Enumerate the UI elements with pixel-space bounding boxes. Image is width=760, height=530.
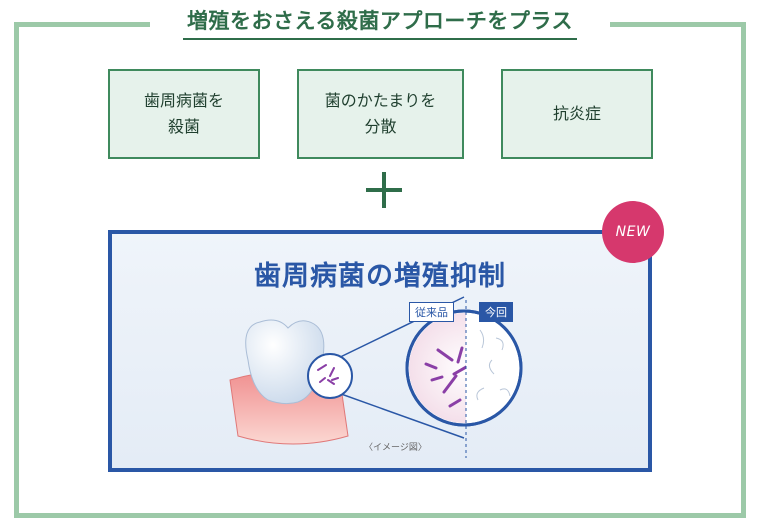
feature-box-sterilize: 歯周病菌を 殺菌 [108, 69, 260, 159]
feature-box-disperse: 菌のかたまりを 分散 [297, 69, 464, 159]
inhibition-panel: 歯周病菌の増殖抑制 [108, 230, 652, 472]
feature-box-anti-inflammatory: 抗炎症 [501, 69, 653, 159]
new-badge: NEW [602, 201, 664, 263]
plus-icon [366, 172, 402, 208]
image-note: 〈イメージ図〉 [364, 443, 427, 453]
tooth-illustration [229, 296, 523, 458]
panel-title: 歯周病菌の増殖抑制 [254, 261, 506, 292]
label-conventional: 従来品 [409, 302, 454, 322]
label-current: 今回 [479, 302, 513, 322]
heading-container: 増殖をおさえる殺菌アプローチをプラス [150, 6, 610, 40]
heading-title: 増殖をおさえる殺菌アプローチをプラス [183, 6, 577, 40]
